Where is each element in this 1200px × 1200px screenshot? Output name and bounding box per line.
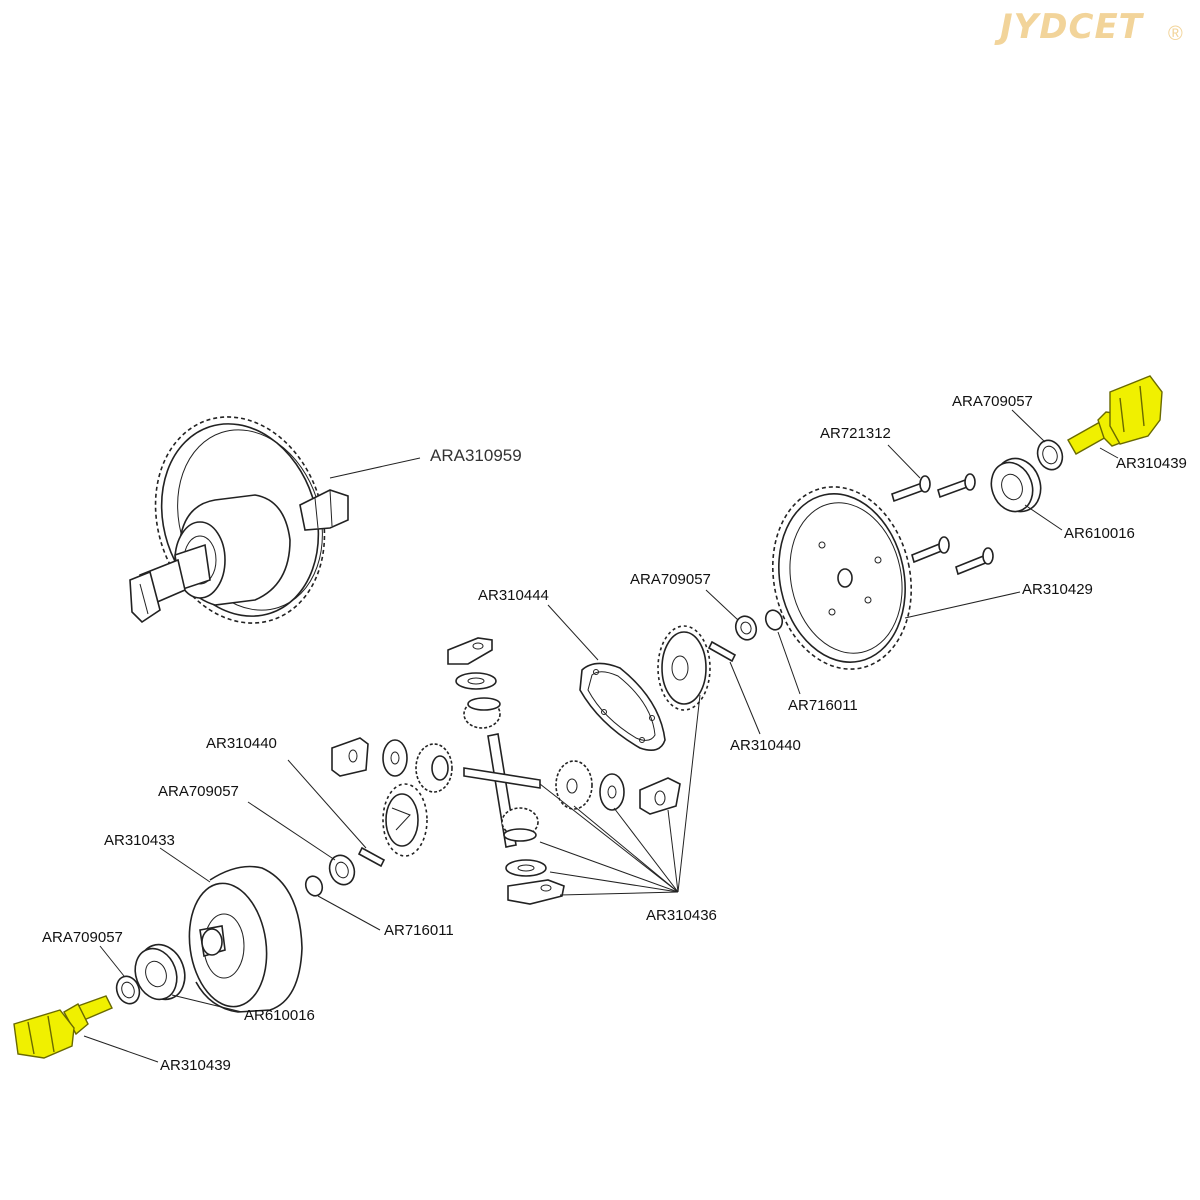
leader-bl-outdrive: [83, 1035, 159, 1063]
watermark-registered-mark: ®: [1168, 23, 1183, 45]
bearing-top-right: [990, 457, 1042, 513]
washer-left: [328, 854, 356, 886]
assembled-differential: [129, 416, 349, 624]
label-mid-shim: AR716011: [788, 697, 858, 714]
label-bl-washer: ARA709057: [42, 929, 123, 946]
leader-gasket: [547, 604, 599, 661]
label-bl-bearing: AR610016: [244, 1007, 315, 1024]
washer-middle: [734, 615, 758, 641]
leader-tr-washer: [1011, 409, 1046, 443]
bevel-gear-large-left: [382, 783, 428, 857]
label-case: AR310433: [104, 832, 175, 849]
leaders-gear-set: [539, 694, 701, 896]
label-bl-outdrive: AR310439: [160, 1057, 231, 1074]
leader-bl-washer: [99, 945, 125, 977]
outdrive-bottom-left: [13, 995, 113, 1059]
differential-case: [188, 865, 303, 1013]
leader-tr-outdrive: [1099, 447, 1119, 459]
watermark-logo: JYDCET ®: [994, 7, 1183, 47]
bearing-bottom-left: [134, 943, 186, 1001]
label-gear-set: AR310436: [646, 907, 717, 924]
label-left-washer: ARA709057: [158, 783, 239, 800]
pin-left: [357, 846, 386, 868]
outdrive-top-right: [1067, 375, 1163, 455]
label-tr-bearing: AR610016: [1064, 525, 1135, 542]
screws: [891, 473, 994, 576]
leader-tr-screw: [887, 444, 921, 479]
label-mid-pin: AR310440: [730, 737, 801, 754]
label-tr-outdrive: AR310439: [1116, 455, 1187, 472]
label-spur-gear: AR310429: [1022, 581, 1093, 598]
label-tr-screw: AR721312: [820, 425, 891, 442]
leader-assembly: [329, 457, 421, 479]
label-left-shim: AR716011: [384, 922, 454, 939]
leader-left-shim: [317, 895, 381, 931]
label-mid-washer: ARA709057: [630, 571, 711, 588]
label-assembly: ARA310959: [430, 446, 522, 465]
leader-case: [159, 847, 211, 883]
pin-middle: [707, 640, 737, 663]
spur-gear: [771, 486, 913, 670]
shim-left: [304, 875, 324, 897]
leader-tr-bearing: [1024, 504, 1063, 531]
label-tr-washer: ARA709057: [952, 393, 1033, 410]
leader-mid-shim: [777, 631, 801, 695]
label-gasket: AR310444: [478, 587, 549, 604]
leader-bl-bearing: [171, 994, 243, 1013]
leader-left-washer: [247, 801, 336, 861]
differential-gear-cluster: [331, 637, 681, 905]
leader-left-pin: [287, 759, 367, 849]
washer-top-right: [1036, 439, 1064, 471]
watermark-text: JYDCET: [994, 7, 1145, 47]
shim-middle: [764, 609, 784, 631]
leader-mid-pin: [729, 661, 761, 735]
leader-spur-gear: [904, 591, 1021, 619]
label-left-pin: AR310440: [206, 735, 277, 752]
bevel-gear-large-right: [657, 625, 711, 711]
washer-bottom-left: [115, 975, 141, 1005]
leader-mid-washer: [705, 589, 739, 621]
gasket: [579, 662, 666, 751]
